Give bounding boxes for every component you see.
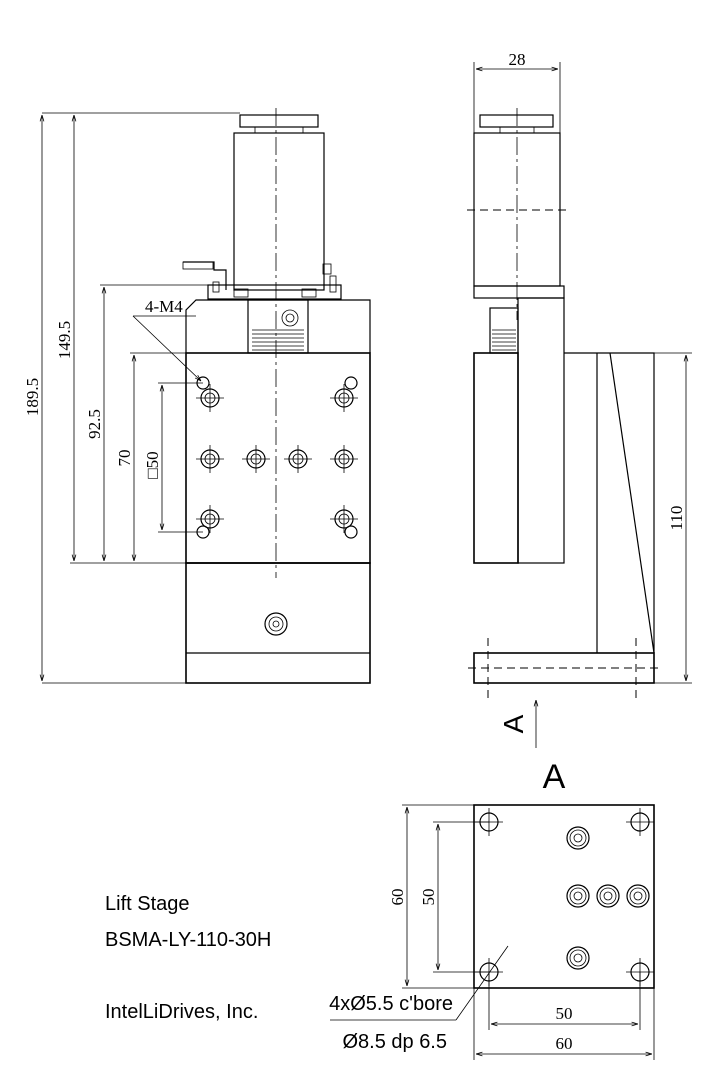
company-name: IntelLiDrives, Inc. xyxy=(105,1001,258,1023)
cbore-hole xyxy=(596,884,620,908)
base-block xyxy=(185,562,371,684)
dim-70: 70 xyxy=(115,450,134,467)
cbore-hole xyxy=(566,884,590,908)
hole-note-line1: 4xØ5.5 c'bore xyxy=(329,993,453,1015)
cbore-hole xyxy=(626,884,650,908)
side-flange xyxy=(473,285,565,299)
section-arrow-label: A xyxy=(498,714,529,733)
hole xyxy=(330,384,358,412)
bottom-plate xyxy=(473,804,655,989)
title-line1: Lift Stage xyxy=(105,893,190,915)
side-view: 28 110 A xyxy=(467,50,692,748)
hole xyxy=(330,505,358,533)
limit-switch-bracket xyxy=(183,261,227,290)
corner-hole xyxy=(626,808,654,836)
dim-92-5: 92.5 xyxy=(85,409,104,439)
dim-50-horizontal: 50 xyxy=(556,1004,573,1023)
hole xyxy=(284,445,312,473)
leader-4-m4 xyxy=(132,315,201,381)
note-4-m4: 4-M4 xyxy=(145,297,183,316)
cbore-hole xyxy=(566,946,590,970)
m4-hole xyxy=(344,525,358,539)
dim-149-5: 149.5 xyxy=(55,321,74,359)
hole xyxy=(196,505,224,533)
hole-note-line2: Ø8.5 dp 6.5 xyxy=(342,1031,447,1053)
coupling xyxy=(247,299,309,354)
hole xyxy=(196,384,224,412)
dim-60-horizontal: 60 xyxy=(556,1034,573,1053)
top-table xyxy=(185,352,371,564)
motor-knob xyxy=(239,114,319,128)
dim-189-5: 189.5 xyxy=(23,378,42,416)
base-hole xyxy=(264,612,288,636)
dim-110: 110 xyxy=(667,506,686,531)
motor-flange xyxy=(207,284,342,300)
m4-hole xyxy=(344,376,358,390)
side-table xyxy=(473,352,519,564)
title-line2: BSMA-LY-110-30H xyxy=(105,929,271,951)
title-block: Lift Stage BSMA-LY-110-30H IntelLiDrives… xyxy=(105,893,271,1023)
coupling-spring xyxy=(252,329,304,351)
hole xyxy=(196,445,224,473)
dim-square-50: □50 xyxy=(143,451,162,478)
dim-50-vertical: 50 xyxy=(419,889,438,906)
hole-note-leader xyxy=(455,945,509,1021)
dim-60-vertical: 60 xyxy=(388,889,407,906)
cbore-hole xyxy=(566,826,590,850)
table-holes xyxy=(196,376,358,539)
side-column xyxy=(517,297,565,564)
view-label-a: A xyxy=(543,758,566,796)
hole xyxy=(330,445,358,473)
dim-28: 28 xyxy=(509,50,526,69)
side-motor-knob xyxy=(479,114,554,128)
hole xyxy=(242,445,270,473)
side-bracket xyxy=(564,352,655,653)
front-view: 189.5 149.5 92.5 70 □50 4-M4 xyxy=(23,108,371,684)
motor-body xyxy=(233,132,325,291)
upper-housing xyxy=(185,299,371,353)
bottom-view: 60 50 50 60 4xØ5.5 c'bore Ø8.5 dp 6.5 xyxy=(329,804,655,1060)
